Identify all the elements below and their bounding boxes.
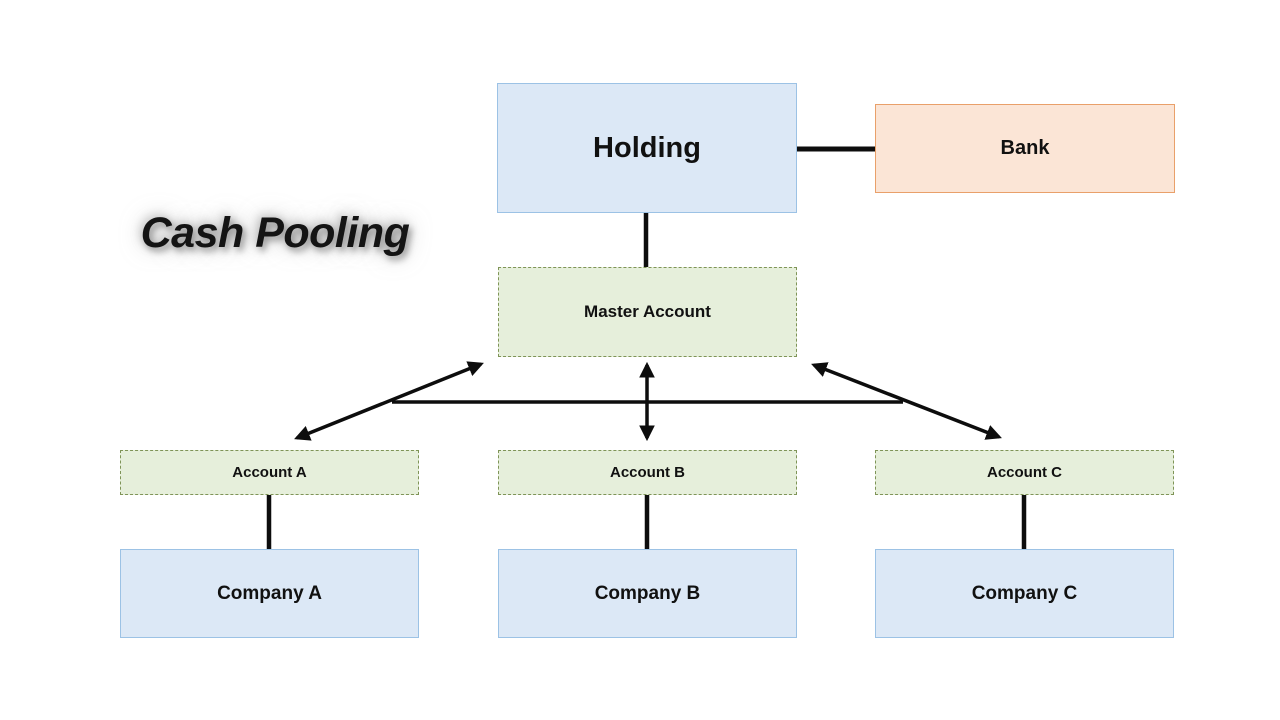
account-a-node: Account A [120, 450, 419, 495]
holding-node: Holding [497, 83, 797, 213]
bank-node: Bank [875, 104, 1175, 193]
account-b-node: Account B [498, 450, 797, 495]
master-account-node: Master Account [498, 267, 797, 357]
company-c-node: Company C [875, 549, 1174, 638]
company-b-node: Company B [498, 549, 797, 638]
company-a-node: Company A [120, 549, 419, 638]
diagram-title: Cash Pooling [140, 208, 410, 257]
arrow-master-account-a [294, 361, 484, 441]
account-c-node: Account C [875, 450, 1174, 495]
arrow-master-account-c [811, 362, 1002, 440]
